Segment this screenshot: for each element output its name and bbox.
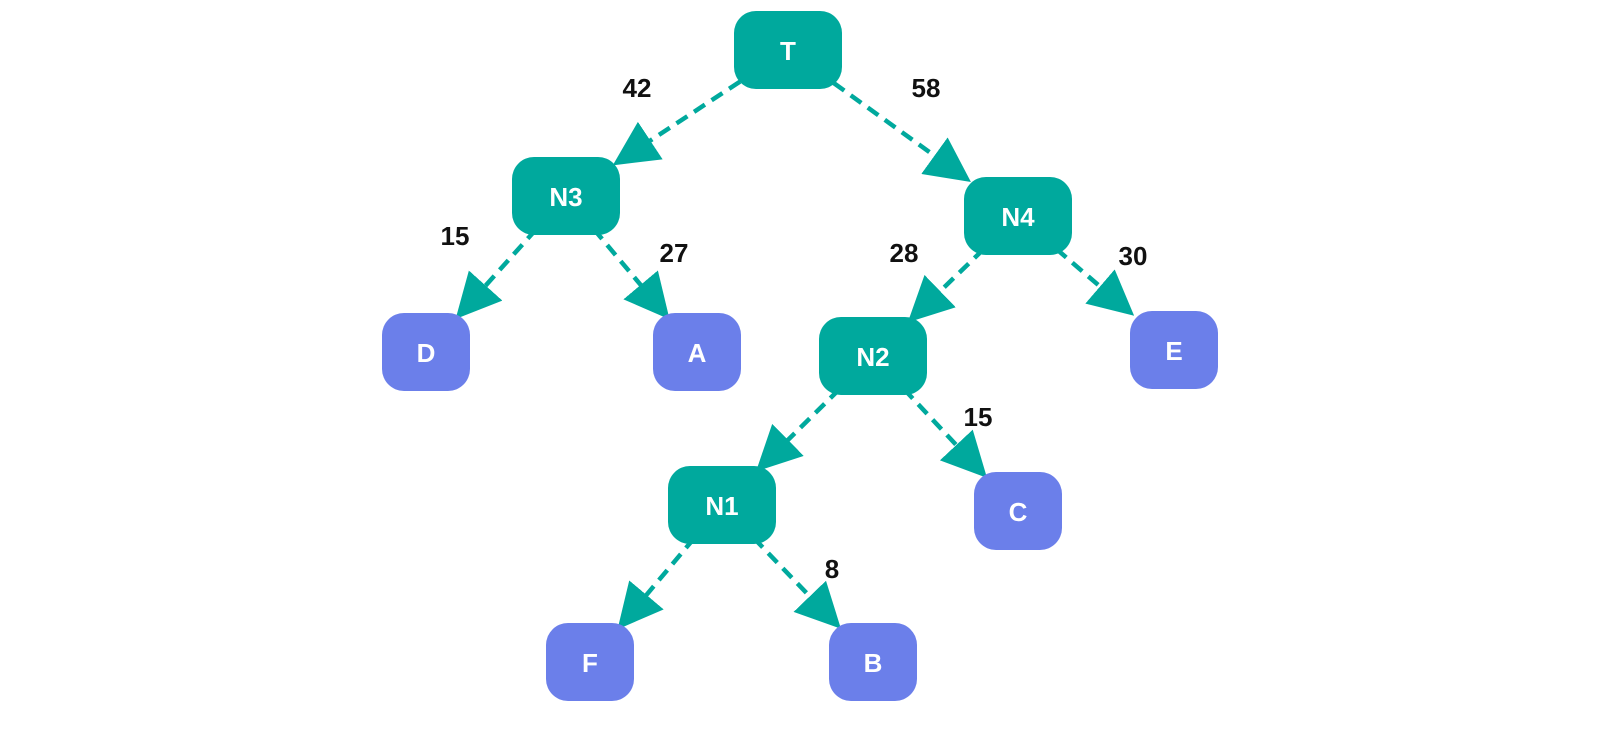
node-box-n3	[512, 157, 620, 235]
edge-t-n3	[612, 79, 742, 166]
node-label-t: T	[780, 36, 796, 66]
internal-node-t: T	[734, 11, 842, 89]
internal-node-n4: N4	[964, 177, 1072, 255]
node-box-n4	[964, 177, 1072, 255]
leaf-node-d: D	[382, 313, 470, 391]
weight-label-t-n4: 58	[912, 73, 941, 103]
node-box-f	[546, 623, 634, 701]
node-label-n3: N3	[549, 182, 582, 212]
leaf-node-c: C	[974, 472, 1062, 550]
weight-label-n2-c: 15	[964, 402, 993, 432]
weight-label-n4-n2: 28	[890, 238, 919, 268]
node-box-e	[1130, 311, 1218, 389]
node-box-t	[734, 11, 842, 89]
weight-label-n4-e: 30	[1119, 241, 1148, 271]
edge-n2-c	[902, 387, 988, 478]
node-label-d: D	[417, 338, 436, 368]
edge-n1-b	[752, 536, 841, 629]
leaf-node-a: A	[653, 313, 741, 391]
node-label-c: C	[1009, 497, 1028, 527]
node-label-e: E	[1165, 336, 1182, 366]
edge-n4-e	[1054, 247, 1135, 316]
node-label-f: F	[582, 648, 598, 678]
edge-n4-n2	[907, 247, 986, 323]
edge-t-n4	[832, 81, 971, 182]
edges-layer	[455, 79, 1135, 630]
node-label-n2: N2	[856, 342, 889, 372]
weight-labels-layer: 42 58 15 27 28 30 15 8	[441, 73, 1148, 584]
edge-n2-n1	[755, 387, 842, 472]
node-box-d	[382, 313, 470, 391]
node-label-n1: N1	[705, 491, 738, 521]
weight-label-n3-d: 15	[441, 221, 470, 251]
node-box-n2	[819, 317, 927, 395]
weight-label-n3-a: 27	[660, 238, 689, 268]
leaf-node-b: B	[829, 623, 917, 701]
node-label-n4: N4	[1001, 202, 1035, 232]
node-label-a: A	[688, 338, 707, 368]
node-label-b: B	[864, 648, 883, 678]
node-box-n1	[668, 466, 776, 544]
internal-node-n3: N3	[512, 157, 620, 235]
internal-node-n2: N2	[819, 317, 927, 395]
leaf-node-f: F	[546, 623, 634, 701]
edge-n3-d	[455, 227, 539, 320]
node-box-b	[829, 623, 917, 701]
weight-label-t-n3: 42	[623, 73, 652, 103]
internal-node-n1: N1	[668, 466, 776, 544]
edge-n3-a	[591, 227, 670, 320]
node-box-c	[974, 472, 1062, 550]
edge-n1-f	[617, 536, 697, 630]
node-box-a	[653, 313, 741, 391]
weight-label-n1-b: 8	[825, 554, 839, 584]
leaf-node-e: E	[1130, 311, 1218, 389]
